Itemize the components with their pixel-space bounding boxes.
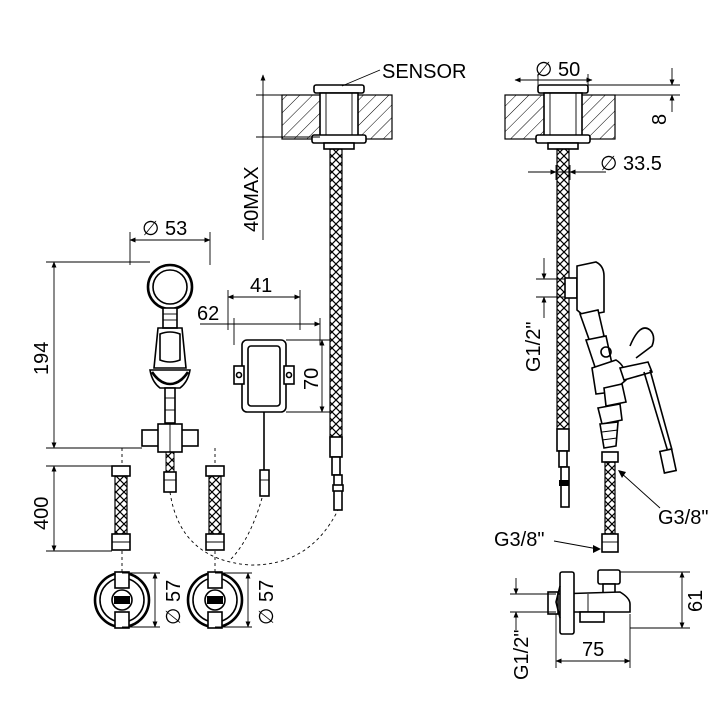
dia-57-left-label: ∅ 57 [163,580,185,625]
dim-8-label: 8 [649,114,671,125]
dimension-75 [555,614,631,668]
dimension-53 [129,232,211,265]
dim-194-label: 194 [31,342,53,375]
dimension-57-left [122,572,160,628]
side-mixer-assembly [564,261,678,474]
dim-62-label: 62 [197,303,219,325]
g12-upper-label: G1/2" [523,322,545,372]
dimension-40max [256,74,320,240]
sensor-leader [341,69,381,87]
side-flex-hose [601,451,619,553]
dia-50-label: ∅ 50 [535,59,580,81]
sensor-label: SENSOR [382,61,466,83]
control-box [233,339,295,497]
sensor-cable-right [556,148,570,508]
dim-75-label: 75 [582,639,604,661]
dimension-50 [514,74,593,86]
dimension-194 [46,261,150,449]
dimension-8 [588,68,680,112]
valve-right [186,571,244,629]
dimension-41 [227,290,301,330]
dimension-70 [286,339,330,413]
mixer-lower-hose [163,451,177,493]
g38-left-leader [553,540,601,553]
g38-right-label: G3/8" [658,507,708,529]
hand-shower [146,263,194,329]
dimension-g12-lower [510,578,556,630]
dimension-57-right [215,572,252,628]
dia-57-right-label: ∅ 57 [256,580,278,625]
dimension-61 [620,571,690,629]
g38-right-leader [618,470,661,509]
angle-valve [547,569,631,635]
dim-70-label: 70 [301,368,323,390]
dim-400-label: 400 [31,497,53,530]
g38-left-label: G3/8" [494,529,544,551]
dim-61-label: 61 [685,590,707,612]
sensor-unit-center [311,84,367,150]
sensor-cable-center [329,148,344,511]
flex-hose-left [111,465,131,551]
wall-mixer-crossbar [141,423,199,453]
g12-lower-label: G1/2" [511,630,533,680]
dim-40max-label: 40MAX [241,166,263,232]
dimension-400 [46,465,112,552]
hose-routing-dashed [121,448,339,572]
valve-left [93,571,151,629]
dia-33-5-label: ∅ 33.5 [600,153,662,175]
flex-hose-right [205,465,225,551]
dim-41-label: 41 [250,275,272,297]
mixer-body [149,327,191,424]
sensor-unit-right [535,84,591,150]
dia-53-label: ∅ 53 [142,218,187,240]
